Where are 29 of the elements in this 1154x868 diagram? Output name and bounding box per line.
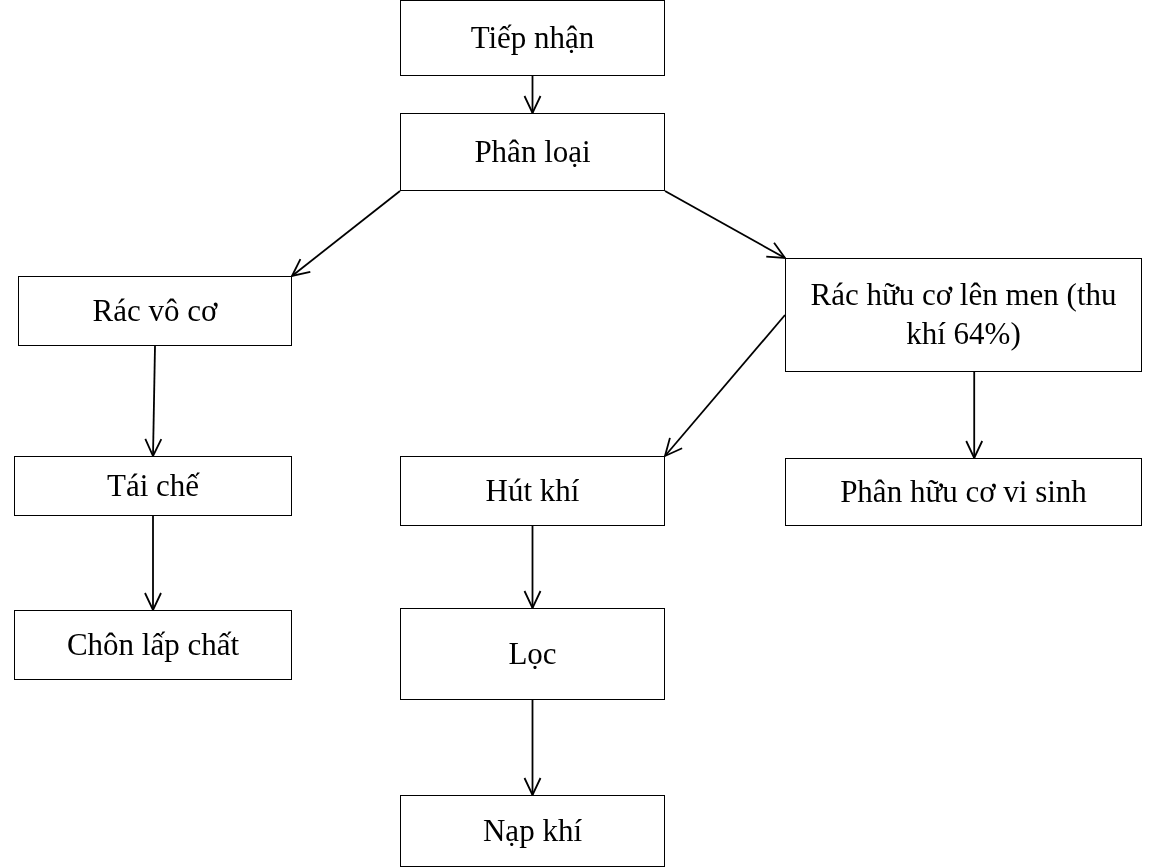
arrow — [291, 190, 401, 277]
process-box — [785, 258, 1142, 372]
process-box — [400, 795, 665, 867]
process-box — [14, 610, 292, 680]
box-label: Phân hữu cơ vi sinh — [840, 472, 1087, 511]
process-box — [785, 458, 1142, 526]
arrow — [664, 314, 786, 457]
process-box — [400, 0, 665, 76]
box-label: Rác vô cơ — [92, 291, 218, 330]
arrow — [523, 75, 542, 114]
arrow — [144, 345, 163, 457]
box-label: Hút khí — [485, 471, 580, 510]
box-label: Nạp khí — [483, 811, 582, 850]
box-label: Rác hữu cơ lên men (thu khí 64%) — [810, 276, 1117, 353]
box-label: Lọc — [508, 634, 557, 673]
arrow — [664, 190, 786, 259]
box-label: Tái chế — [106, 466, 200, 505]
arrow — [144, 515, 162, 611]
process-box — [400, 456, 665, 526]
process-box — [18, 276, 292, 346]
arrow — [523, 699, 542, 796]
box-label: Tiếp nhận — [470, 18, 595, 57]
box-label: Chôn lấp chất — [66, 625, 240, 664]
process-box — [14, 456, 292, 516]
arrow — [523, 525, 542, 609]
process-box — [400, 113, 665, 191]
process-box — [400, 608, 665, 700]
arrow — [965, 371, 984, 459]
box-label: Phân loại — [474, 132, 591, 171]
